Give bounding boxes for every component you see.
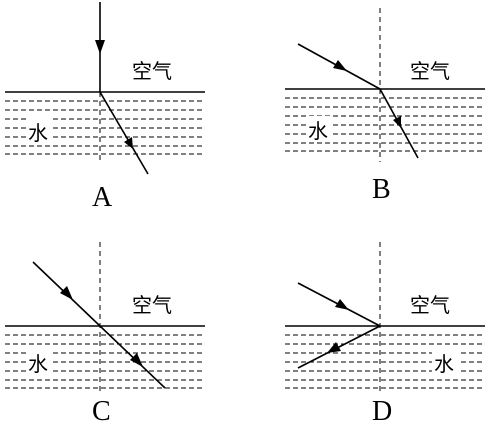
panel-c-refracted-arrow bbox=[130, 353, 143, 367]
panel-d-water-region bbox=[285, 334, 485, 389]
panel-c-water-label: 水 bbox=[28, 352, 48, 376]
panel-d-refracted-arrow bbox=[327, 342, 341, 353]
panel-d-letter: D bbox=[372, 396, 392, 424]
panel-d: 空气 水 D bbox=[285, 242, 485, 424]
panel-a-air-label: 空气 bbox=[132, 59, 172, 83]
panel-a-incident-arrow bbox=[95, 40, 105, 54]
panel-d-water-label: 水 bbox=[434, 352, 454, 376]
panel-d-refracted-ray bbox=[297, 325, 381, 369]
panel-a-refracted-arrow bbox=[124, 137, 133, 149]
panel-c-refracted-ray bbox=[99, 325, 166, 389]
panel-b-air-label: 空气 bbox=[410, 59, 450, 83]
panel-c-letter: C bbox=[92, 396, 111, 424]
panel-b-incident-arrow bbox=[333, 60, 347, 71]
panel-b-letter: B bbox=[372, 174, 391, 205]
panel-a-letter: A bbox=[92, 182, 113, 213]
panel-a-water-label: 水 bbox=[28, 121, 48, 145]
panel-c: 空气 水 C bbox=[5, 242, 205, 424]
panel-c-incident-arrow bbox=[60, 286, 73, 300]
panel-b: 空气 水 B bbox=[285, 8, 485, 205]
panel-a: 空气 水 A bbox=[5, 2, 205, 213]
panel-b-water-label: 水 bbox=[308, 119, 328, 143]
panel-a-refracted-ray bbox=[99, 91, 149, 175]
panel-b-refracted-arrow bbox=[393, 116, 401, 128]
panel-c-air-label: 空气 bbox=[132, 293, 172, 317]
panel-d-incident-arrow bbox=[335, 299, 349, 310]
panel-d-air-label: 空气 bbox=[410, 293, 450, 317]
